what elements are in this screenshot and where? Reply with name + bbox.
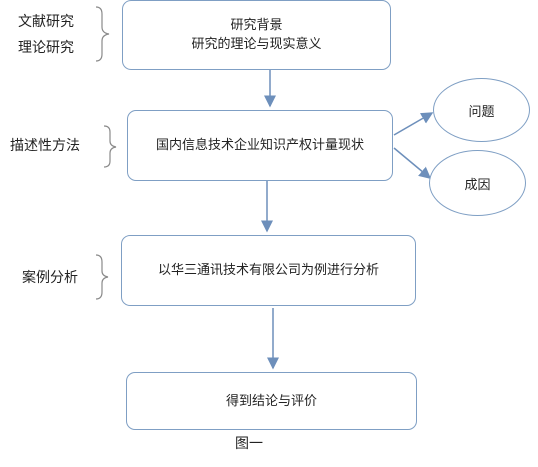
background-subtitle: 研究的理论与现实意义 — [191, 37, 322, 52]
status-text: 国内信息技术企业知识产权计量现状 — [155, 138, 364, 153]
label-theory-study: 理论研究 — [18, 40, 74, 56]
problem-text: 问题 — [468, 104, 495, 120]
background-title: 研究背景 — [230, 18, 283, 33]
ellipse-problem: 问题 — [433, 78, 530, 142]
box-research-background: 研究背景 研究的理论与现实意义 — [122, 0, 391, 70]
label-literature-study: 文献研究 — [18, 14, 74, 30]
brace-descriptive — [103, 125, 117, 168]
brace-literature-theory — [95, 6, 110, 62]
figure-caption: 图一 — [235, 436, 263, 452]
box-case-study: 以华三通讯技术有限公司为例进行分析 — [121, 235, 416, 306]
case-text: 以华三通讯技术有限公司为例进行分析 — [157, 263, 379, 278]
label-descriptive-method: 描述性方法 — [10, 138, 80, 154]
label-case-analysis: 案例分析 — [22, 270, 78, 286]
box-current-status: 国内信息技术企业知识产权计量现状 — [127, 110, 393, 181]
cause-text: 成因 — [464, 177, 491, 193]
arrow-status-to-problem — [393, 112, 434, 136]
conclusion-text: 得到结论与评价 — [225, 393, 317, 409]
box-conclusion: 得到结论与评价 — [126, 372, 417, 430]
arrow-status-to-cause — [393, 147, 432, 179]
brace-case — [95, 254, 109, 300]
ellipse-cause: 成因 — [429, 150, 526, 216]
